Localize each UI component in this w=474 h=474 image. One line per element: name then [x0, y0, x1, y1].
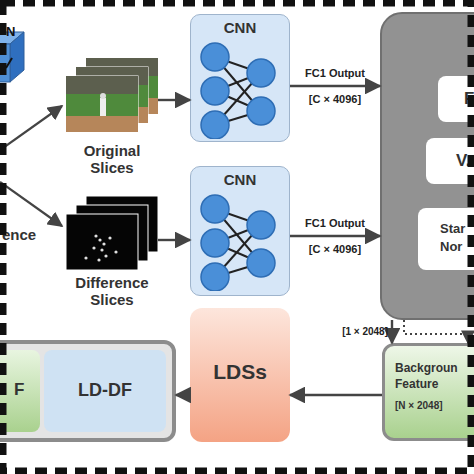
neural-net-symbol	[189, 191, 289, 291]
neuron	[201, 229, 229, 257]
descriptor-box: F	[0, 350, 40, 432]
process-box: V.	[426, 138, 474, 184]
motion-pixel	[97, 258, 100, 261]
motion-pixel	[84, 256, 87, 259]
neuron	[201, 43, 229, 71]
motion-pixel	[114, 250, 117, 253]
motion-pixel	[100, 248, 103, 251]
input-arrow	[0, 182, 62, 226]
motion-pixel	[102, 242, 105, 245]
descriptor-box: LD-DF	[44, 350, 166, 432]
dirt	[66, 116, 138, 132]
edge-label: FC1 Output [C × 4096]	[300, 210, 370, 262]
node-label: Backgroun Feature	[395, 360, 467, 392]
neuron	[201, 77, 229, 105]
node-label: F	[464, 89, 474, 109]
motion-pixel	[104, 254, 107, 257]
neuron	[247, 97, 275, 125]
background-feature-box: Backgroun Feature [N × 2048]	[382, 343, 474, 441]
image-stack: Difference Slices	[66, 196, 158, 308]
node-label: LD-DF	[44, 380, 166, 401]
process-box: Star Nor	[418, 208, 474, 270]
flow-arrow	[176, 394, 190, 396]
input-arrow	[0, 106, 62, 150]
feature-processing-box: F V. Star Nor	[380, 12, 474, 320]
image-thumbnails	[66, 196, 158, 276]
node-label: F	[14, 380, 24, 400]
neuron	[201, 263, 229, 291]
cube-front	[0, 44, 10, 82]
cube-side	[10, 32, 24, 82]
node-label: Original Slices	[66, 142, 158, 176]
node-label: Star Nor	[440, 220, 474, 256]
stands	[66, 76, 138, 94]
free-label: N	[6, 24, 15, 39]
cnn-box: CNN	[190, 14, 290, 142]
neural-net-symbol	[189, 39, 289, 139]
neuron	[201, 111, 229, 139]
node-label: Difference Slices	[66, 274, 158, 308]
edge-label: [1 × 2048]	[342, 326, 388, 337]
flow-arrow	[391, 320, 393, 343]
motion-pixel	[108, 236, 111, 239]
slice-frame	[66, 214, 138, 270]
slice-frame	[66, 76, 138, 132]
neuron	[247, 249, 275, 277]
flow-arrow	[290, 235, 380, 237]
flow-arrow	[158, 99, 190, 101]
neuron	[247, 59, 275, 87]
edge-label: FC1 Output [C × 4096]	[300, 60, 370, 112]
image-stack: Original Slices	[66, 58, 158, 176]
descriptor-group: F LD-DF	[0, 340, 176, 442]
process-box: F	[438, 76, 474, 122]
flow-arrow	[290, 85, 380, 87]
node-label: V.	[456, 151, 471, 171]
player	[100, 98, 106, 116]
slice	[66, 76, 138, 132]
frame-border	[3, 3, 471, 471]
node-label: CNN	[191, 171, 289, 188]
free-label: ence	[2, 226, 36, 243]
player-head	[100, 93, 106, 99]
slice	[66, 214, 138, 270]
motion-pixel	[92, 246, 95, 249]
motion-pixel	[98, 238, 101, 241]
lds-box: LDSs	[190, 308, 290, 442]
flow-arrow	[158, 239, 190, 241]
flow-arrow	[404, 320, 468, 343]
image-thumbnails	[66, 58, 158, 138]
grass	[66, 94, 138, 116]
motion-pixel	[94, 234, 97, 237]
neuron	[247, 211, 275, 239]
node-label: [N × 2048]	[395, 400, 467, 411]
node-label: CNN	[191, 19, 289, 36]
cube-mark	[6, 58, 12, 68]
cnn-box: CNN	[190, 166, 290, 296]
node-label: LDSs	[190, 360, 290, 384]
flow-arrow	[290, 394, 382, 396]
neuron	[201, 195, 229, 223]
